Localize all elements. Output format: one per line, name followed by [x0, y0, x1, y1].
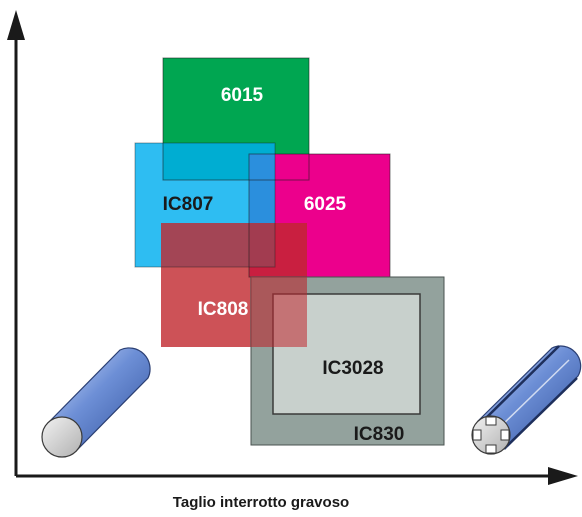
overlap-ic808-ic830: [251, 277, 307, 347]
outline-ic807: [134, 142, 276, 268]
label-6025: 6025: [304, 194, 347, 215]
label-ic808: IC808: [198, 299, 249, 320]
y-axis-arrow-icon: [7, 10, 25, 40]
x-axis: [16, 467, 578, 485]
outline-6015: [162, 57, 310, 181]
label-ic830: IC830: [354, 424, 405, 445]
x-axis-arrow-icon: [548, 467, 578, 485]
label-ic807: IC807: [163, 194, 214, 215]
solid-bar-icon: [41, 347, 151, 458]
label-ic3028: IC3028: [322, 358, 383, 379]
x-axis-label: Taglio interrotto gravoso: [173, 494, 349, 511]
grade-box-ic3028: [272, 293, 421, 415]
y-axis: [7, 10, 25, 476]
label-6015: 6015: [221, 85, 264, 106]
slotted-bar-icon: [471, 345, 582, 455]
